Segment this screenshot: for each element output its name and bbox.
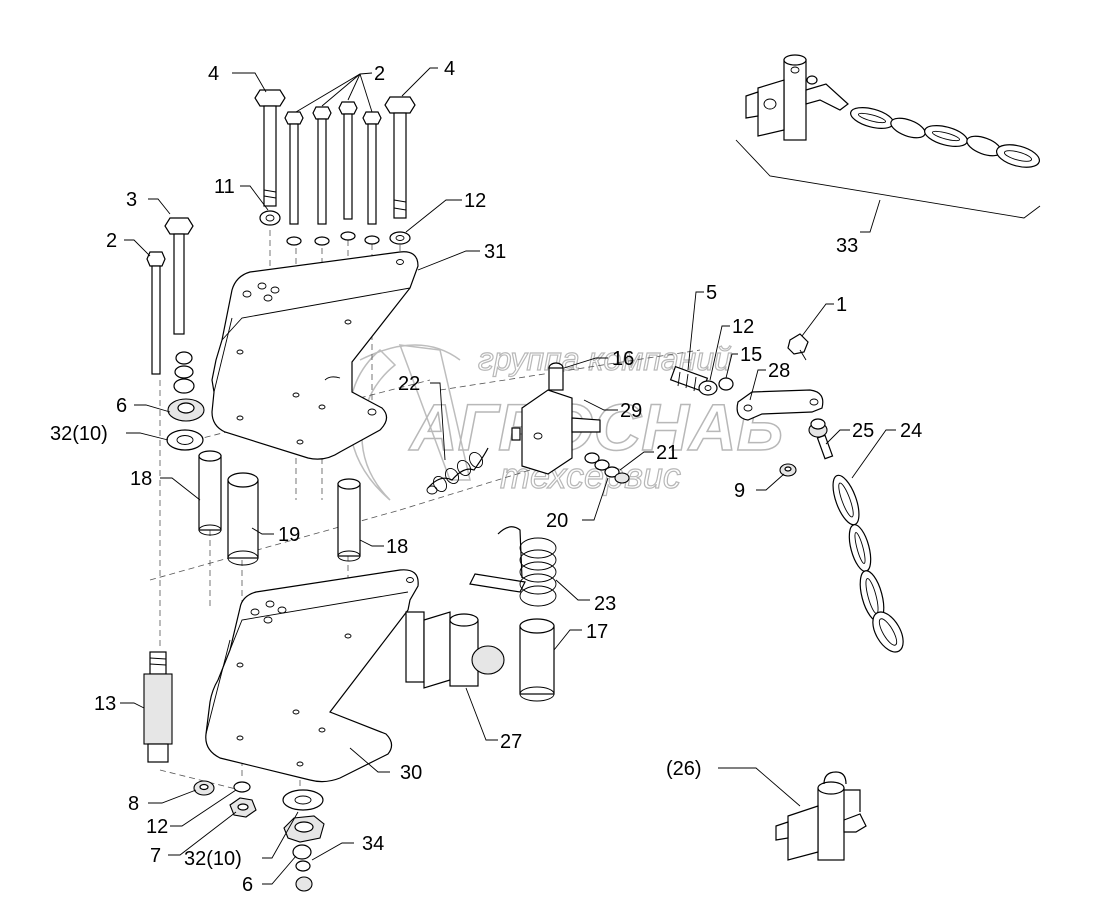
plate-30 <box>205 569 419 783</box>
callout-34: 34 <box>362 833 384 855</box>
callout-2-left: 2 <box>106 230 117 252</box>
callout-30: 30 <box>400 762 422 784</box>
grease-fitting-34 <box>292 844 313 892</box>
washer-32-lower <box>282 789 324 811</box>
callout-8: 8 <box>128 793 139 815</box>
callout-22: 22 <box>398 373 420 395</box>
callout-2-top: 2 <box>374 63 385 85</box>
callout-12-right: 12 <box>732 316 754 338</box>
sleeve-17 <box>519 618 555 702</box>
callout-9: 9 <box>734 480 745 502</box>
callout-13: 13 <box>94 693 116 715</box>
callout-23: 23 <box>594 593 616 615</box>
latch-29 <box>511 362 601 475</box>
assembly-26 <box>775 771 867 861</box>
washer-12-right <box>698 380 718 396</box>
nut-6-lower <box>283 815 325 843</box>
callout-5: 5 <box>706 282 717 304</box>
nut-9 <box>779 463 797 477</box>
plate-31 <box>211 251 419 460</box>
callout-12-top: 12 <box>464 190 486 212</box>
callout-33: 33 <box>836 235 858 257</box>
callout-4-left: 4 <box>208 63 219 85</box>
callout-11: 11 <box>214 176 235 198</box>
washer-12-bottom <box>233 781 251 793</box>
callout-21: 21 <box>656 442 678 464</box>
nut-25 <box>808 418 834 460</box>
callout-27: 27 <box>500 731 522 753</box>
bolt-4-left <box>254 89 286 207</box>
washers-top-row <box>259 210 411 246</box>
washer-32-upper <box>166 429 204 451</box>
callout-15: 15 <box>740 344 762 366</box>
nut-8 <box>193 780 215 796</box>
nut-7 <box>229 797 257 818</box>
callout-12-bottom: 12 <box>146 816 168 838</box>
nut-6-upper <box>167 398 205 422</box>
bolts-2-group <box>284 101 382 225</box>
callout-17: 17 <box>586 621 608 643</box>
callout-25: 25 <box>852 420 874 442</box>
callout-4-right: 4 <box>444 58 455 80</box>
bushing-15 <box>718 377 734 391</box>
bracket-27 <box>405 611 505 689</box>
assembly-33 <box>735 54 1041 219</box>
callout-32-lower: 32(10) <box>184 848 242 870</box>
bolt-3 <box>164 217 194 335</box>
callout-19: 19 <box>278 524 300 546</box>
spring-22 <box>426 447 489 495</box>
bolt-4-right <box>384 96 416 219</box>
callout-26: (26) <box>666 758 702 780</box>
leader-lines <box>120 67 896 885</box>
callout-6-lower: 6 <box>242 874 253 896</box>
bushing-18-right <box>337 478 361 562</box>
callout-1: 1 <box>836 294 847 316</box>
fitting-1 <box>787 333 809 361</box>
bushing-18-left <box>198 450 222 536</box>
callout-31: 31 <box>484 241 506 263</box>
stud-13 <box>143 651 173 763</box>
callout-3: 3 <box>126 189 137 211</box>
lever-28 <box>736 389 824 421</box>
callout-16: 16 <box>612 348 634 370</box>
spring-pin-20 <box>584 452 630 484</box>
chain-24 <box>832 474 904 653</box>
bolt-2-left <box>146 251 166 375</box>
callout-labels: 4 2 4 11 12 3 2 31 6 32(10) 18 19 18 22 … <box>50 58 922 896</box>
torsion-spring-23 <box>469 526 557 607</box>
callout-28: 28 <box>768 360 790 382</box>
bushing-19 <box>227 472 259 566</box>
callout-6-upper: 6 <box>116 395 127 417</box>
watermark-line1: группа компаний <box>478 341 732 377</box>
callout-20: 20 <box>546 510 568 532</box>
callout-18-right: 18 <box>386 536 408 558</box>
grease-fitting-upper <box>173 351 195 394</box>
callout-32-upper: 32(10) <box>50 423 108 445</box>
callout-29: 29 <box>620 400 642 422</box>
callout-24: 24 <box>900 420 922 442</box>
callout-18-left: 18 <box>130 468 152 490</box>
callout-7: 7 <box>150 845 161 867</box>
